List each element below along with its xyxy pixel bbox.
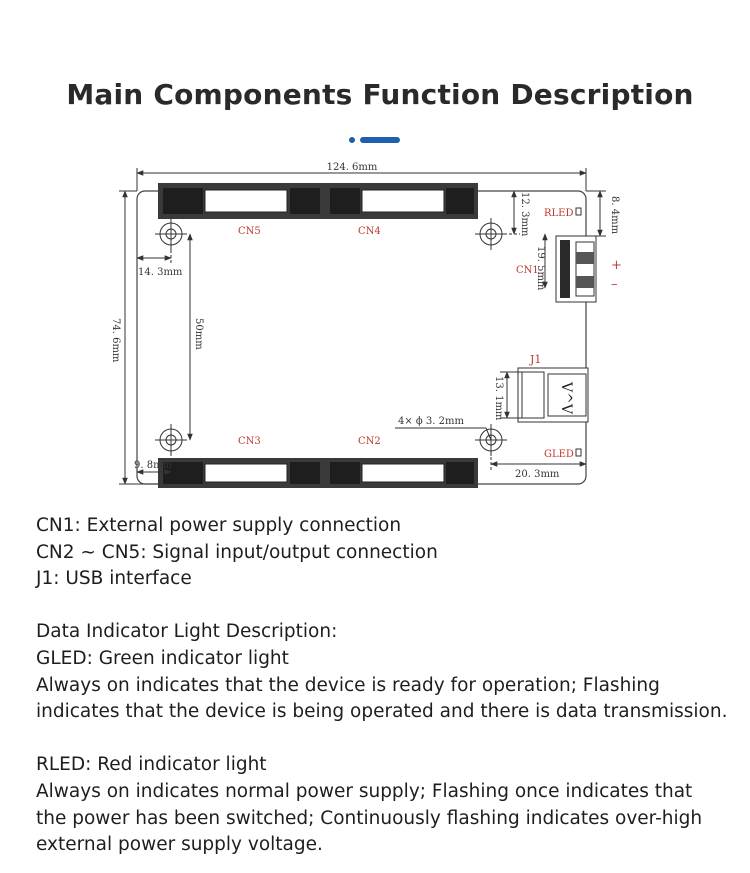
description-line: GLED: Green indicator light [36, 647, 289, 669]
j1-usb-connector [517, 367, 589, 423]
description-line: indicates that the device is being opera… [36, 701, 728, 723]
cn3-label: CN3 [238, 436, 261, 447]
description-line: external power supply voltage. [36, 834, 323, 856]
usb-symbol: V^V [558, 381, 574, 415]
description-line: the power has been switched; Continuousl… [36, 807, 703, 829]
component-description: CN1: External power supply connection CN… [36, 513, 736, 859]
dimension-13-1-label: 13. 1mm [493, 376, 504, 421]
description-line: J1: USB interface [36, 568, 192, 590]
gled-indicator [575, 448, 582, 457]
plus-label: + [611, 258, 622, 273]
cn1-power-connector [555, 235, 597, 303]
connector-bottom-strip [158, 458, 478, 488]
page-title: Main Components Function Description [66, 78, 694, 111]
dimension-20-3-label: 20. 3mm [515, 469, 560, 480]
dimension-12-3-label: 12. 3mm [519, 192, 530, 237]
cn2-label: CN2 [358, 436, 381, 447]
description-line: RLED: Red indicator light [36, 754, 267, 776]
dimension-14-3-label: 14. 3mm [138, 267, 183, 278]
height-dimension-label: 74. 6mm [110, 318, 121, 363]
description-line: Always on indicates normal power supply;… [36, 780, 693, 802]
decoration-dash [360, 137, 400, 143]
description-line: CN2 ~ CN5: Signal input/output connectio… [36, 541, 438, 563]
dimension-8-4-label: 8. 4mm [609, 196, 620, 235]
gled-label: GLED [544, 449, 574, 460]
description-line: Always on indicates that the device is r… [36, 674, 660, 696]
width-dimension-label: 124. 6mm [327, 162, 378, 173]
board-dimension-diagram: V^V 124. 6mm 74. 6mm 14. 3mm 50mm 9. 8mm… [110, 162, 622, 488]
dimension-50-label: 50mm [193, 318, 204, 350]
j1-label: J1 [529, 353, 541, 366]
rled-indicator [575, 207, 582, 216]
description-line: Data Indicator Light Description: [36, 621, 338, 643]
description-line: CN1: External power supply connection [36, 515, 402, 536]
dimension-9-8-label: 9. 8mm [134, 460, 173, 471]
connector-top-strip [158, 183, 478, 219]
mounting-hole [155, 218, 187, 250]
minus-label: – [611, 277, 618, 292]
dimension-19-5-label: 19. 5mm [535, 246, 546, 291]
cn5-label: CN5 [238, 226, 261, 237]
cn4-label: CN4 [358, 226, 381, 237]
mounting-hole [155, 424, 187, 456]
decoration-dot [349, 137, 355, 143]
hole-size-label: 4× ϕ 3. 2mm [398, 416, 464, 427]
cn1-label: CN1 [516, 265, 539, 276]
rled-label: RLED [544, 208, 574, 219]
